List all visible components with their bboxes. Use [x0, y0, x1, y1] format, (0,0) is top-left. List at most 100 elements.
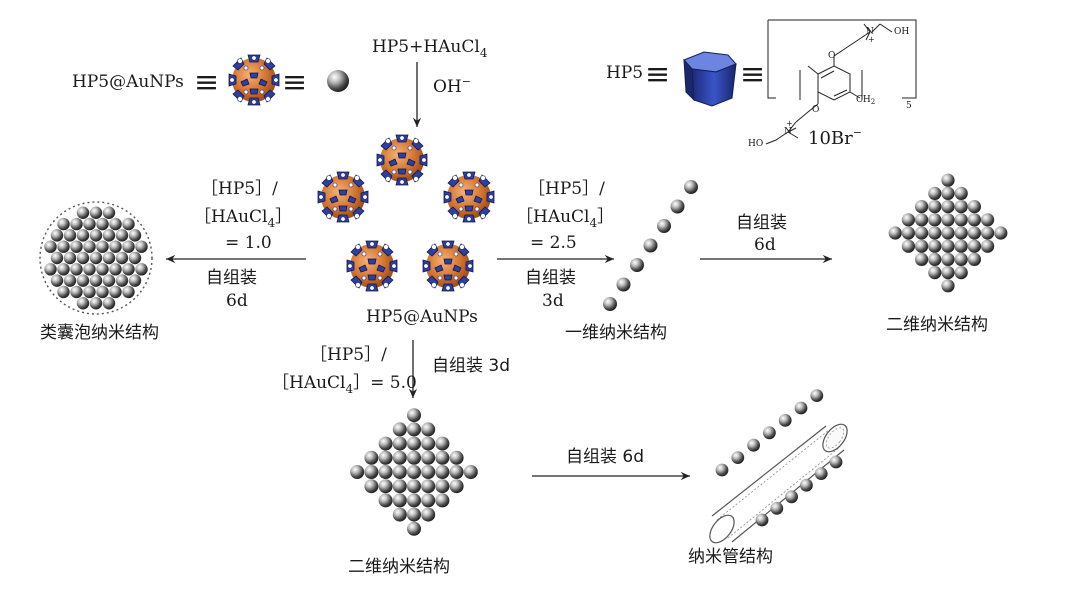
tube-particle: [770, 502, 784, 515]
sheet-particle: [941, 200, 955, 214]
sheet-particle: [392, 479, 407, 494]
sheet-particle: [941, 239, 955, 253]
sheet-particle: [435, 436, 450, 451]
ch2-group: CH: [856, 95, 871, 105]
vesicle-particle: [115, 251, 129, 265]
sheet-particle: [435, 479, 450, 494]
sheet-particle: [449, 465, 464, 479]
tube-particle: [814, 467, 828, 480]
sheet-particle: [941, 173, 955, 187]
vesicle-particle: [96, 240, 109, 253]
vesicle-particle: [135, 263, 148, 276]
left-ratio-value: = 1.0: [225, 233, 272, 253]
sheet-particle: [941, 186, 955, 200]
sheet-particle: [928, 226, 942, 240]
vesicle-particle: [122, 217, 135, 231]
vesicle-particle: [50, 251, 64, 265]
sheet-particle: [967, 200, 982, 214]
equiv-symbol: ≡: [645, 57, 670, 92]
reagents-subscript: 4: [480, 46, 488, 60]
vesicle-particle: [109, 217, 122, 231]
nanotube-label: 纳米管结构: [688, 547, 773, 567]
two-d-label-bottom: 二维纳米结构: [348, 557, 450, 577]
sheet-particle: [378, 479, 393, 494]
vesicle-particle: [63, 274, 77, 287]
chain-particle: [603, 297, 617, 311]
tube-particle: [747, 438, 760, 452]
sheet-particle: [378, 493, 393, 508]
sheet-particle: [928, 266, 942, 280]
two-d-label-right: 二维纳米结构: [886, 315, 988, 335]
left-ratio-line1: ［HP5］/: [201, 179, 278, 199]
vesicle-particle: [109, 240, 122, 253]
base-superscript: −: [462, 75, 471, 88]
sheet-particle: [954, 239, 968, 253]
sheet-particle: [350, 465, 365, 479]
sheet-particle: [928, 186, 942, 200]
vesicle-particle: [96, 217, 109, 231]
vesicle-label: 类囊泡纳米结构: [40, 323, 159, 343]
sheet-particle: [928, 213, 942, 227]
vesicle-particle: [83, 240, 96, 253]
vesicle-particle: [63, 251, 77, 265]
sheet-particle: [421, 436, 436, 451]
vesicle-particle: [96, 263, 109, 276]
tube-particle: [778, 414, 792, 427]
vesicle-particle: [70, 217, 83, 231]
vesicle-particle: [57, 240, 70, 253]
svg-text:O: O: [812, 105, 819, 115]
bottom-step2: 自组装 6d: [566, 447, 644, 467]
chain-particle: [643, 238, 658, 253]
sheet-particle: [928, 252, 942, 266]
hydroxyl-group-bottom: HO: [748, 139, 763, 149]
vesicle-particle: [128, 229, 142, 242]
sheet-particle: [407, 436, 421, 451]
sheet-particle: [954, 252, 968, 266]
nanoparticle-cluster: [317, 134, 495, 292]
sheet-particle: [407, 465, 421, 479]
left-condition-line1: 自组装: [206, 268, 257, 288]
sheet-particle: [967, 239, 982, 253]
sheet-particle: [435, 493, 450, 508]
right-ratio-value: = 2.5: [530, 233, 577, 253]
right-ratio-line2: ［HAuCl: [516, 207, 590, 227]
vesicle-particle: [76, 251, 90, 265]
sheet-particle: [463, 465, 478, 479]
vesicle-particle: [89, 206, 103, 219]
sheet-particle: [941, 266, 955, 280]
vesicle-particle: [89, 251, 103, 265]
reagents-label: HP5+HAuCl: [372, 37, 480, 57]
sheet-particle: [407, 479, 421, 494]
svg-text:CH2: CH2: [856, 95, 875, 106]
sheet-particle: [392, 507, 407, 522]
sheet-particle: [901, 226, 916, 240]
sheet-particle: [392, 493, 407, 508]
sheet-particle: [928, 239, 942, 253]
tube-particle: [800, 478, 813, 492]
vesicle-structure: [39, 201, 153, 315]
right-condition-line2: 3d: [542, 291, 564, 311]
vesicle-particle: [128, 251, 142, 265]
left-condition-line2: 6d: [226, 291, 248, 311]
sheet-particle: [981, 226, 995, 240]
sheet-particle: [407, 521, 421, 536]
tube-particle: [794, 401, 808, 415]
sheet-particle: [967, 252, 982, 266]
product-label: HP5@AuNPs: [366, 307, 478, 327]
vesicle-particle: [109, 263, 122, 276]
vesicle-particle: [70, 240, 83, 253]
sheet-particle: [378, 450, 393, 465]
vesicle-particle: [122, 263, 135, 276]
tube-particle: [763, 426, 776, 440]
vesicle-particle: [89, 274, 103, 287]
sheet-particle: [994, 226, 1008, 240]
vesicle-particle: [102, 274, 116, 287]
hydroxyl-group: OH: [894, 27, 909, 37]
sheet-particle: [928, 200, 942, 214]
sheet-particle: [901, 239, 916, 253]
tube-particle: [829, 455, 843, 469]
vesicle-particle: [89, 297, 103, 310]
sheet-particle: [915, 252, 929, 266]
ammonium-n-top: N: [866, 27, 874, 37]
tube-particle: [715, 463, 729, 477]
